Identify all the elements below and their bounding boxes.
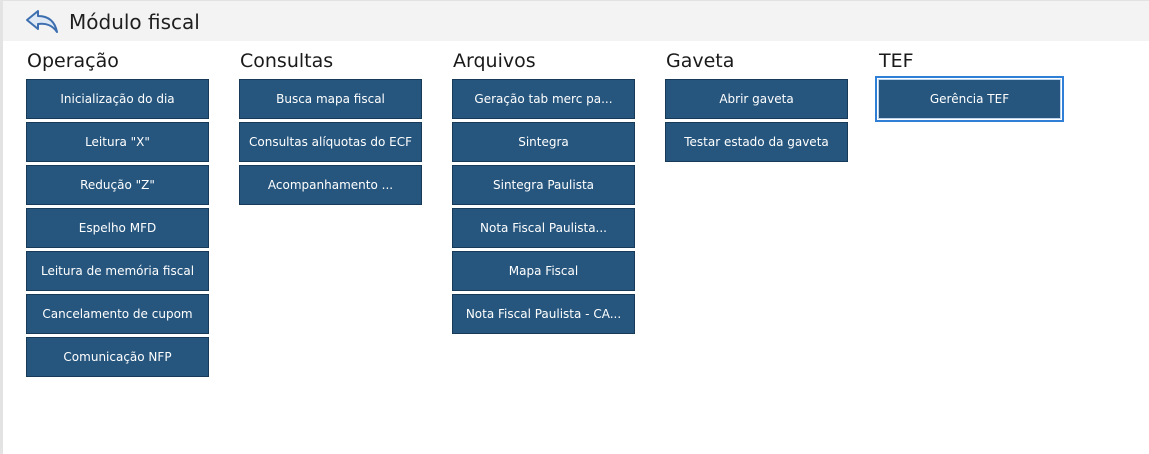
leitura-memoria-fiscal-button[interactable]: Leitura de memória fiscal xyxy=(26,251,209,291)
group-operacao: Operação Inicialização do dia Leitura "X… xyxy=(26,48,209,377)
group-consultas: Consultas Busca mapa fiscal Consultas al… xyxy=(239,48,422,205)
sintegra-button[interactable]: Sintegra xyxy=(452,122,635,162)
reducao-z-button[interactable]: Redução "Z" xyxy=(26,165,209,205)
group-arquivos: Arquivos Geração tab merc pa... Sintegra… xyxy=(452,48,635,334)
group-title-arquivos: Arquivos xyxy=(453,50,536,72)
group-gaveta: Gaveta Abrir gaveta Testar estado da gav… xyxy=(665,48,848,162)
sintegra-paulista-button[interactable]: Sintegra Paulista xyxy=(452,165,635,205)
group-title-consultas: Consultas xyxy=(240,50,334,72)
inicializacao-do-dia-button[interactable]: Inicialização do dia xyxy=(26,79,209,119)
group-title-operacao: Operação xyxy=(27,50,119,72)
cancelamento-cupom-button[interactable]: Cancelamento de cupom xyxy=(26,294,209,334)
busca-mapa-fiscal-button[interactable]: Busca mapa fiscal xyxy=(239,79,422,119)
mapa-fiscal-button[interactable]: Mapa Fiscal xyxy=(452,251,635,291)
nota-fiscal-paulista-ca-button[interactable]: Nota Fiscal Paulista - CA... xyxy=(452,294,635,334)
group-title-gaveta: Gaveta xyxy=(666,50,735,72)
back-arrow-icon[interactable] xyxy=(24,8,60,34)
group-tef: TEF Gerência TEF xyxy=(875,48,1064,122)
geracao-tab-merc-button[interactable]: Geração tab merc pa... xyxy=(452,79,635,119)
espelho-mfd-button[interactable]: Espelho MFD xyxy=(26,208,209,248)
page-title: Módulo fiscal xyxy=(69,10,200,34)
testar-estado-gaveta-button[interactable]: Testar estado da gaveta xyxy=(665,122,848,162)
comunicacao-nfp-button[interactable]: Comunicação NFP xyxy=(26,337,209,377)
header-bar: Módulo fiscal xyxy=(3,0,1149,41)
consultas-aliquotas-ecf-button[interactable]: Consultas alíquotas do ECF xyxy=(239,122,422,162)
abrir-gaveta-button[interactable]: Abrir gaveta xyxy=(665,79,848,119)
leitura-x-button[interactable]: Leitura "X" xyxy=(26,122,209,162)
nota-fiscal-paulista-button[interactable]: Nota Fiscal Paulista... xyxy=(452,208,635,248)
group-title-tef: TEF xyxy=(879,50,914,72)
gerencia-tef-button[interactable]: Gerência TEF xyxy=(875,76,1064,122)
acompanhamento-button[interactable]: Acompanhamento ... xyxy=(239,165,422,205)
